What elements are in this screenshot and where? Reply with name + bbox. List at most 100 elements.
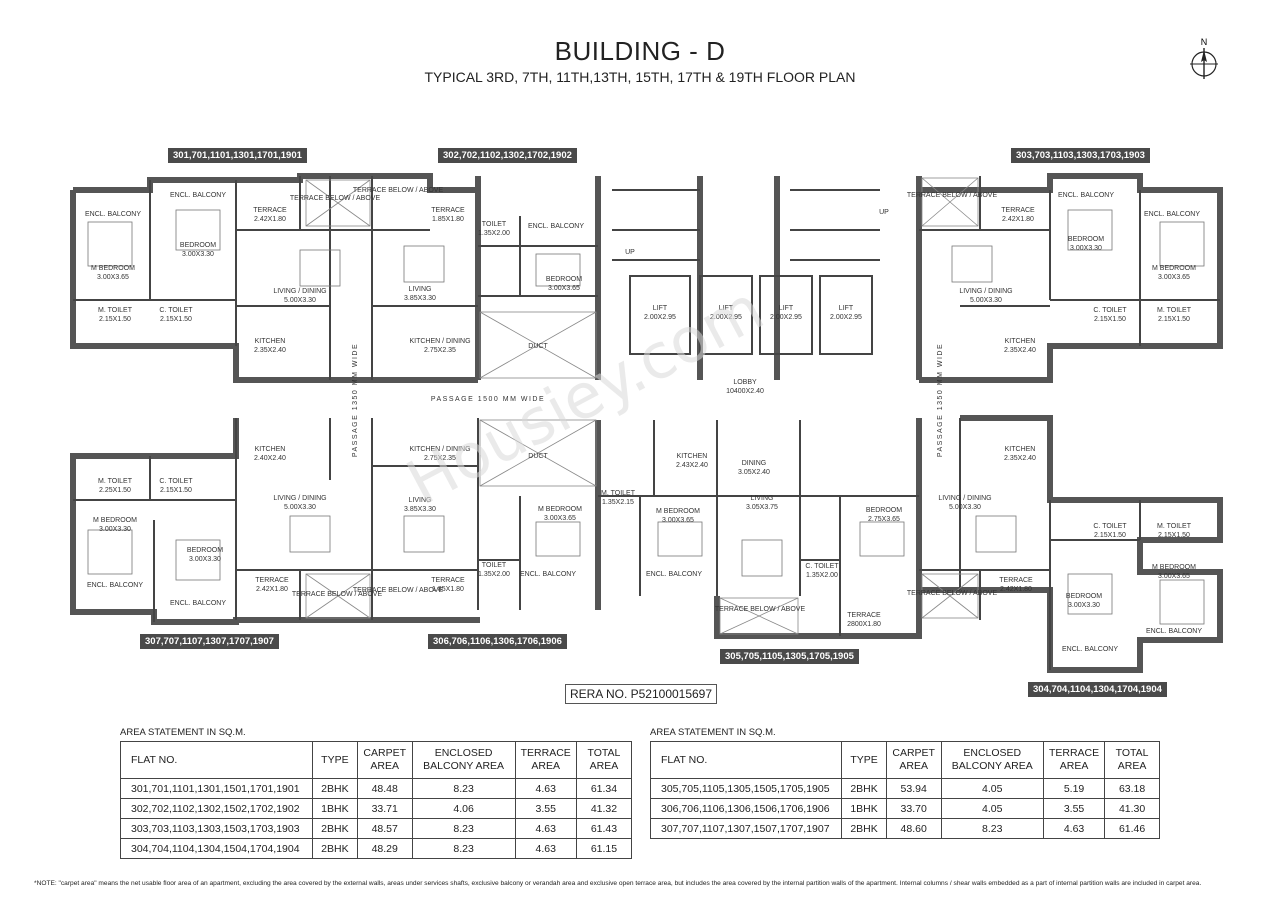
room-dim: 2.75X3.65 — [868, 516, 900, 523]
room-label: TERRACE BELOW / ABOVE — [907, 590, 998, 597]
area-statement-table-right: FLAT NO. TYPE CARPET AREA ENCLOSED BALCO… — [649, 741, 1160, 839]
room-dim: 2.15X1.50 — [1158, 532, 1190, 539]
lobby-label: LOBBY — [733, 379, 757, 386]
room-dim: 2800X1.80 — [847, 621, 881, 628]
room-label: ENCL. BALCONY — [1058, 192, 1114, 199]
room-dim: 2.42X1.80 — [256, 586, 288, 593]
table-cell: 61.15 — [575, 838, 633, 859]
room-dim: 3.85X3.30 — [404, 295, 436, 302]
page-subtitle: TYPICAL 3RD, 7TH, 11TH,13TH, 15TH, 17TH … — [424, 69, 856, 85]
room-label: M BEDROOM — [93, 517, 137, 524]
room-label: C. TOILET — [159, 478, 193, 485]
room-label: TERRACE BELOW / ABOVE — [353, 187, 444, 194]
room-label: ENCL. BALCONY — [87, 582, 143, 589]
table-cell: 8.23 — [411, 778, 516, 799]
room-label: KITCHEN / DINING — [409, 338, 470, 345]
room-dim: 3.00X3.30 — [1068, 602, 1100, 609]
room-label: LIVING / DINING — [938, 495, 991, 502]
room-label: BEDROOM — [866, 507, 902, 514]
col-header: FLAT NO. — [649, 741, 843, 779]
area-statement-title: AREA STATEMENT IN SQ.M. — [650, 727, 776, 738]
flat-tag-305: 305,705,1105,1305,1705,1905 — [720, 649, 859, 664]
table-cell: 303,703,1103,1303,1503,1703,1903 — [119, 818, 314, 839]
room-dim: 2.15X1.50 — [160, 316, 192, 323]
room-label: M. TOILET — [98, 478, 133, 485]
lift-label: LIFT — [779, 305, 794, 312]
table-cell: 1BHK — [841, 798, 887, 819]
room-label: M BEDROOM — [538, 506, 582, 513]
room-label: M. TOILET — [601, 490, 636, 497]
table-cell: 301,701,1101,1301,1501,1701,1901 — [119, 778, 314, 799]
room-label: ENCL. BALCONY — [170, 600, 226, 607]
room-dim: 2.25X1.50 — [99, 487, 131, 494]
table-cell: 41.30 — [1104, 798, 1160, 819]
lift-dim: 2.00X2.95 — [710, 314, 742, 321]
table-row: 301,701,1101,1301,1501,1701,1901 2BHK 48… — [119, 778, 633, 799]
room-label: M BEDROOM — [91, 265, 135, 272]
duct-label: DUCT — [528, 453, 548, 460]
room-label: LIVING — [409, 286, 432, 293]
room-label: C. TOILET — [1093, 523, 1127, 530]
lift-dim: 2.00X2.95 — [830, 314, 862, 321]
table-cell: 306,706,1106,1306,1506,1706,1906 — [649, 798, 843, 819]
table-cell: 1BHK — [312, 798, 358, 819]
room-label: M. TOILET — [1157, 307, 1192, 314]
table-cell: 5.19 — [1042, 778, 1106, 799]
table-cell: 4.06 — [411, 798, 516, 819]
table-cell: 4.05 — [940, 778, 1044, 799]
room-dim: 2.15X1.50 — [1094, 532, 1126, 539]
room-label: C. TOILET — [159, 307, 193, 314]
table-cell: 48.57 — [356, 818, 413, 839]
room-label: M. TOILET — [1157, 523, 1192, 530]
room-label: M BEDROOM — [1152, 265, 1196, 272]
room-dim: 3.85X3.30 — [404, 506, 436, 513]
room-label: LIVING / DINING — [959, 288, 1012, 295]
flat-tag-303: 303,703,1103,1303,1703,1903 — [1011, 148, 1150, 163]
room-label: TERRACE BELOW / ABOVE — [907, 192, 998, 199]
room-dim: 1.35X2.00 — [478, 571, 510, 578]
col-header: ENCLOSED BALCONY AREA — [411, 741, 516, 779]
room-dim: 3.00X3.65 — [1158, 274, 1190, 281]
room-dim: 2.15X1.50 — [160, 487, 192, 494]
room-label: BEDROOM — [546, 276, 582, 283]
room-dim: 2.15X1.50 — [99, 316, 131, 323]
passage-label: PASSAGE 1350 MM WIDE — [352, 343, 359, 457]
flat-tag-304: 304,704,1104,1304,1704,1904 — [1028, 682, 1167, 697]
north-label: N — [1201, 37, 1208, 47]
room-dim: 3.00X3.30 — [99, 526, 131, 533]
table-cell: 2BHK — [312, 778, 358, 799]
table-cell: 48.29 — [356, 838, 413, 859]
room-label: ENCL. BALCONY — [528, 223, 584, 230]
table-cell: 61.46 — [1104, 818, 1160, 839]
room-label: TERRACE BELOW / ABOVE — [292, 591, 383, 598]
room-label: TOILET — [482, 221, 507, 228]
flat-tag-302: 302,702,1102,1302,1702,1902 — [438, 148, 577, 163]
table-cell: 8.23 — [411, 818, 516, 839]
room-dim: 3.00X3.65 — [544, 515, 576, 522]
room-label: TOILET — [482, 562, 507, 569]
table-cell: 33.71 — [356, 798, 413, 819]
carpet-area-note: *NOTE: "carpet area" means the net usabl… — [34, 880, 1202, 887]
table-cell: 3.55 — [514, 798, 577, 819]
room-dim: 2.42X1.80 — [254, 216, 286, 223]
room-label: BEDROOM — [187, 547, 223, 554]
room-label: LIVING — [409, 497, 432, 504]
col-header: TOTAL AREA — [575, 741, 633, 779]
room-dim: 2.42X1.80 — [1002, 216, 1034, 223]
room-label: M BEDROOM — [656, 508, 700, 515]
room-dim: 2.35X2.40 — [1004, 455, 1036, 462]
room-dim: 2.43X2.40 — [676, 462, 708, 469]
room-label: KITCHEN — [255, 338, 286, 345]
room-label: KITCHEN — [677, 453, 708, 460]
area-statement-table-left: FLAT NO. TYPE CARPET AREA ENCLOSED BALCO… — [119, 741, 633, 859]
area-statement-title: AREA STATEMENT IN SQ.M. — [120, 727, 246, 738]
room-label: TERRACE — [847, 612, 881, 619]
floor-plan-drawing: ENCL. BALCONY ENCL. BALCONY TERRACE 2.42… — [70, 173, 1223, 673]
room-label: BEDROOM — [1066, 593, 1102, 600]
room-label: BEDROOM — [1068, 236, 1104, 243]
room-dim: 3.00X3.30 — [1070, 245, 1102, 252]
room-dim: 5.00X3.30 — [284, 504, 316, 511]
flat-tag-307: 307,707,1107,1307,1707,1907 — [140, 634, 279, 649]
table-cell: 33.70 — [885, 798, 942, 819]
room-label: KITCHEN — [255, 446, 286, 453]
